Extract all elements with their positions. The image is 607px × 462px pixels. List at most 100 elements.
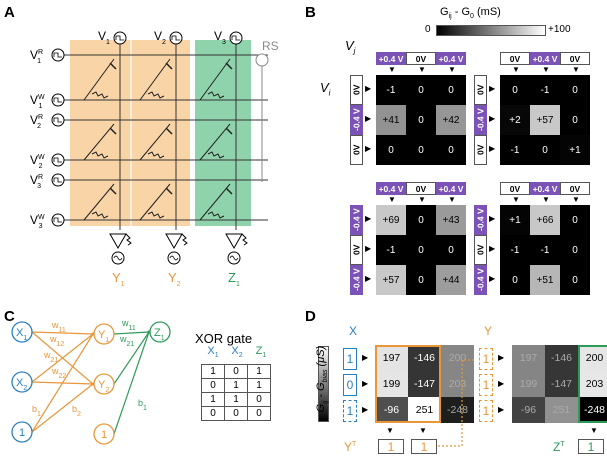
arrow-down-icon: ▼ — [448, 65, 456, 74]
matrix-cell: 200 — [578, 345, 607, 371]
weight-label: w21 — [119, 334, 134, 348]
matrix-cell: -96 — [512, 397, 545, 423]
matrix-cell: 0 — [406, 235, 436, 265]
x-label: X — [349, 324, 358, 338]
transistor-icon — [165, 62, 173, 70]
matrix-cell: +43 — [436, 205, 466, 235]
transistor-icon — [109, 127, 117, 135]
vj-label: Vj — [345, 38, 356, 56]
edge-arrow — [31, 381, 94, 385]
sine-icon — [229, 255, 239, 261]
column-voltage-tag: 0V — [560, 182, 590, 195]
arrow-right-icon: ▶ — [365, 84, 372, 93]
arrow-right-icon: ▶ — [489, 274, 496, 283]
matrix-cell: 0 — [436, 75, 466, 105]
transistor-icon — [225, 187, 233, 195]
edge-arrow — [113, 331, 150, 435]
table-cell: 0 — [224, 364, 248, 379]
z-output-tag: 1 — [578, 439, 604, 454]
edge-arrow — [113, 331, 150, 385]
arrow-right-icon: ▶ — [362, 379, 369, 388]
memristor-icon — [199, 183, 231, 221]
matrix-cell: 203 — [441, 371, 474, 397]
matrix-cell: +41 — [376, 105, 406, 135]
row-voltage-tag: -0.4 V — [474, 105, 487, 135]
memristor-icon — [139, 58, 171, 101]
vi-label: Vi — [320, 80, 331, 98]
table-cell: 0 — [201, 378, 225, 393]
column-voltage-tag: +0.4 V — [530, 52, 560, 65]
resistor-icon — [91, 91, 109, 99]
row-voltage-tag: 0V — [474, 135, 487, 165]
table-cell: 1 — [224, 378, 248, 393]
matrix-cell: 251 — [408, 397, 441, 423]
highlight-box — [578, 345, 607, 423]
y-label: Y — [484, 324, 493, 338]
matrix-cell: -147 — [408, 371, 441, 397]
yt-label: YT — [344, 440, 357, 454]
arrow-right-icon: ▶ — [365, 114, 372, 123]
weight-label: w11 — [51, 320, 66, 334]
output-label: Y2 — [168, 270, 181, 288]
sine-icon — [113, 255, 123, 261]
matrix-cell: 0 — [560, 205, 590, 235]
edge-arrow — [31, 331, 94, 385]
node-label: Y2 — [98, 379, 109, 394]
transistor-icon — [225, 127, 233, 135]
table-cell: 0 — [224, 406, 248, 421]
arrow-right-icon: ▶ — [489, 84, 496, 93]
pulse-icon — [53, 177, 62, 183]
weight-label: b2 — [72, 404, 81, 418]
panel-label-d: D — [305, 308, 316, 325]
colorbar-min: 0 — [425, 24, 431, 35]
node-circle — [11, 421, 33, 443]
memristor-icon — [199, 58, 231, 101]
pulse-icon — [115, 35, 124, 41]
memristor-icon — [139, 123, 171, 161]
node-circle — [11, 371, 33, 393]
pulse-icon — [171, 35, 180, 41]
zt-label: ZT — [553, 440, 565, 454]
matrix-cell: 0 — [436, 135, 466, 165]
arrow-right-icon: ▶ — [498, 379, 505, 388]
memristor-icon — [199, 123, 231, 161]
matrix-cell: +57 — [530, 105, 560, 135]
pulse-icon — [53, 97, 62, 103]
node-circle — [93, 373, 115, 395]
arrow-down-icon: ▼ — [419, 426, 427, 435]
feedback-resistor-icon — [241, 233, 248, 246]
output-label: Z1 — [228, 270, 240, 288]
matrix-cell: 197 — [375, 345, 408, 371]
matrix-cell: 0 — [406, 105, 436, 135]
table-cell: 1 — [201, 392, 225, 407]
panel-label-c: C — [4, 308, 15, 325]
arrow-down-icon: ▼ — [572, 195, 580, 204]
feedback-resistor-icon — [125, 233, 132, 246]
arrow-down-icon: ▼ — [386, 426, 394, 435]
column-voltage-tag: +0.4 V — [376, 182, 406, 195]
matrix-cell: 0 — [406, 205, 436, 235]
matrix-cell: 0 — [500, 75, 530, 105]
resistor-icon — [207, 91, 225, 99]
weight-label: w12 — [49, 334, 64, 348]
pulse-icon — [53, 217, 62, 223]
arrow-down-icon: ▼ — [448, 195, 456, 204]
amplifier-icon — [165, 233, 183, 250]
arrow-right-icon: ▶ — [365, 144, 372, 153]
column-voltage-tag: +0.4 V — [436, 52, 466, 65]
matrix-cell: +1 — [500, 205, 530, 235]
column-voltage-tag: 0V — [500, 182, 530, 195]
node-label: 1 — [101, 429, 107, 441]
arrow-right-icon: ▶ — [498, 405, 505, 414]
arrow-down-icon: ▼ — [590, 426, 598, 435]
resistor-icon — [147, 211, 165, 219]
weight-label: b1 — [32, 404, 41, 418]
column-voltage-tag: 0V — [500, 52, 530, 65]
arrow-right-icon: ▶ — [365, 274, 372, 283]
arrow-right-icon: ▶ — [489, 244, 496, 253]
row-voltage-tag: -0.4 V — [350, 105, 363, 135]
